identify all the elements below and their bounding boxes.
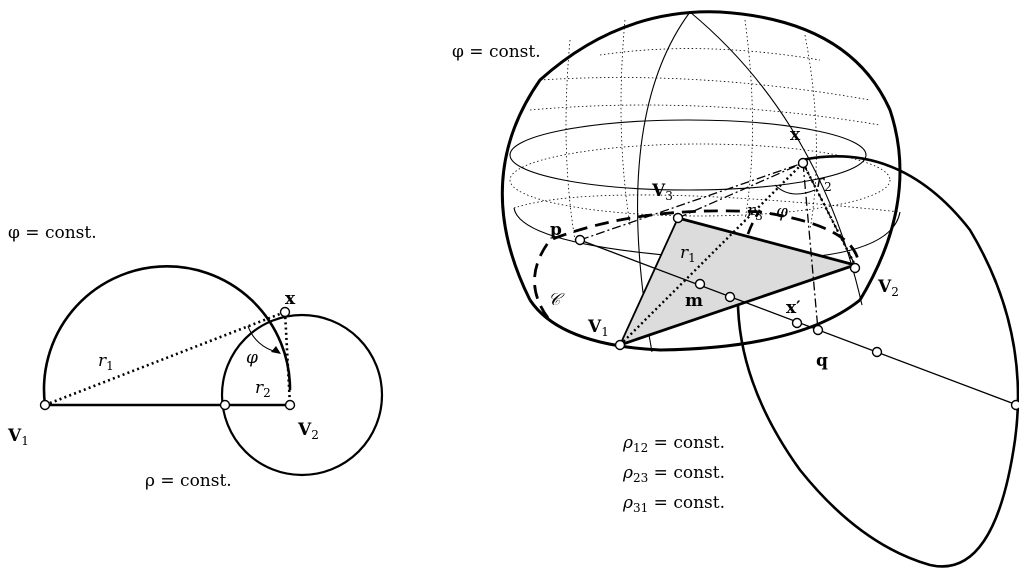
v2-label-right: V2 <box>877 277 899 299</box>
r1-label-left: r1 <box>98 351 114 373</box>
v1-label-right: V1 <box>587 317 609 339</box>
point-m2 <box>724 291 736 303</box>
r1-label-right: r1 <box>680 243 696 265</box>
point-v1-right <box>614 339 626 351</box>
phi-const-label-left: φ = const. <box>8 223 97 243</box>
point-x-left <box>279 306 291 318</box>
point-q <box>812 324 824 336</box>
q-label: q <box>816 351 828 371</box>
circle-c-dashed <box>533 209 860 319</box>
left-diagram: φ = const. ρ = const. x V1 V2 r1 r2 φ <box>7 223 384 491</box>
phi-angle-arc-right <box>774 184 816 195</box>
v2-label-left: V2 <box>297 420 319 442</box>
point-on-ellipse <box>871 346 883 358</box>
point-x-prime <box>791 317 803 329</box>
rho23-label: ρ23 = const. <box>622 463 725 485</box>
x-prime-label: x′ <box>786 298 801 318</box>
rho12-label: ρ12 = const. <box>622 433 725 455</box>
phi-arrow-head-left <box>271 346 281 354</box>
rho-const-ellipse <box>736 155 1019 568</box>
r2-dotted-right <box>801 162 857 266</box>
point-m <box>694 278 706 290</box>
rho31-label: ρ31 = const. <box>622 493 725 515</box>
r2-label-right: r2 <box>816 172 832 194</box>
sphere-outline <box>500 10 902 301</box>
rho-const-circle-left <box>220 313 384 477</box>
sphere-latitude-lower-back <box>513 194 901 213</box>
point-v1-left <box>39 399 51 411</box>
point-v3 <box>672 212 684 224</box>
sphere-bottom-rim <box>528 298 861 352</box>
x-label-right: x <box>790 125 801 145</box>
triangle-edge-v1-v2 <box>619 263 856 347</box>
v3-label-right: V3 <box>651 181 673 203</box>
point-v2-left <box>284 399 296 411</box>
sphere-grid-dotted <box>509 19 891 241</box>
triangle-edge-v3-v2 <box>677 216 856 267</box>
r3-label-right: r3 <box>747 201 763 223</box>
phi-label-left: φ <box>246 348 258 368</box>
phi-const-label-right: φ = const. <box>452 42 541 62</box>
point-v2-right <box>849 262 861 274</box>
x-label-left: x <box>285 289 296 309</box>
point-far-right <box>1010 399 1019 411</box>
point-mid-left <box>219 399 231 411</box>
sphere-latitude-upper <box>509 119 867 191</box>
phi-const-arc-left <box>42 265 292 406</box>
c-label: 𝒞 <box>548 290 565 310</box>
r2-label-left: r2 <box>255 378 271 400</box>
projection-lines-dashdot <box>579 162 856 346</box>
point-x-right <box>797 157 809 169</box>
r1-dotted-right <box>619 162 804 346</box>
point-p <box>574 234 586 246</box>
m-label: m <box>685 291 703 311</box>
r1-dotted-left <box>44 310 286 407</box>
rho-const-label-left: ρ = const. <box>145 471 232 491</box>
sphere-meridian-2 <box>689 11 863 306</box>
phi-label-right: φ <box>776 202 788 222</box>
right-diagram: φ = const. x p m x′ q 𝒞 V1 V2 V3 r1 r2 r… <box>452 10 1019 568</box>
v1-label-left: V1 <box>7 426 29 448</box>
p-label: p <box>550 220 562 240</box>
